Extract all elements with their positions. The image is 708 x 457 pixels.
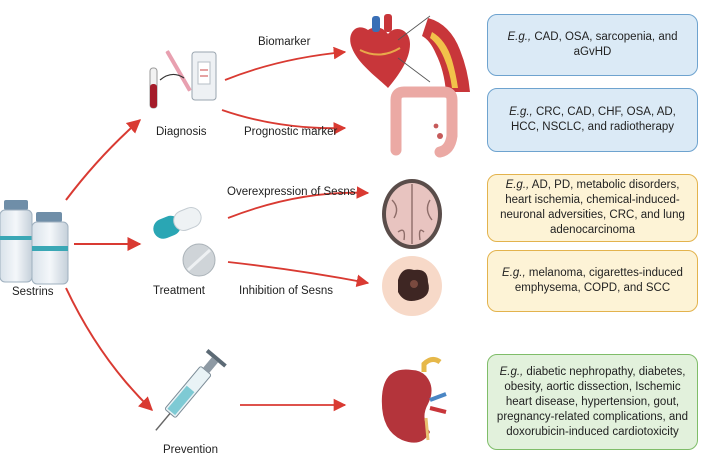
colon-icon (390, 86, 458, 158)
box-eg-prefix: E.g., (509, 106, 533, 118)
arrows-secondary (221, 46, 370, 412)
box-eg-prefix: E.g., (499, 365, 524, 378)
arrows-main (65, 119, 154, 411)
overexpression-examples-box: E.g., AD, PD, metabolic disorders, heart… (487, 174, 698, 242)
melanoma-icon (382, 256, 442, 316)
vials-icon (0, 200, 69, 285)
arrow-overexpression (227, 186, 370, 219)
treatment-label: Treatment (153, 285, 205, 297)
prognostic-marker-label: Prognostic marker (244, 126, 338, 138)
inhibition-label: Inhibition of Sesns (239, 285, 333, 297)
box-text: CRC, CAD, CHF, OSA, AD, HCC, NSCLC, and … (511, 106, 676, 133)
arrow-to-diagnosis (65, 119, 142, 201)
biomarker-examples-box: E.g., CAD, OSA, sarcopenia, and aGvHD (487, 14, 698, 76)
inhibition-examples-box: E.g., melanoma, cigarettes-induced emphy… (487, 250, 698, 312)
pill-icon (153, 207, 216, 277)
artery-icon (397, 15, 470, 92)
box-eg-prefix: E.g., (505, 179, 530, 191)
overexpression-label: Overexpression of Sesns (227, 186, 356, 198)
sestrins-label: Sestrins (12, 286, 54, 298)
prevention-examples-box: E.g., diabetic nephropathy, diabetes, ob… (487, 354, 698, 450)
diagnosis-label: Diagnosis (156, 126, 207, 138)
brain-icon (382, 179, 442, 249)
test-kit-icon (149, 50, 217, 109)
syringe-icon (155, 349, 227, 431)
prognostic-examples-box: E.g., CRC, CAD, CHF, OSA, AD, HCC, NSCLC… (487, 88, 698, 152)
kidney-icon (381, 356, 447, 443)
box-text: AD, PD, metabolic disorders, heart ische… (500, 179, 685, 236)
box-text: melanoma, cigarettes-induced emphysema, … (514, 267, 683, 294)
box-text: diabetic nephropathy, diabetes, obesity,… (496, 365, 689, 438)
arrow-to-prevention (65, 287, 154, 411)
box-eg-prefix: E.g., (507, 31, 532, 43)
arrow-prognostic (221, 109, 347, 135)
heart-icon (350, 14, 410, 89)
box-eg-prefix: E.g., (502, 267, 526, 279)
box-text: CAD, OSA, sarcopenia, and aGvHD (531, 31, 678, 58)
arrow-biomarker (224, 46, 347, 81)
arrow-inhibition (227, 261, 370, 288)
prevention-label: Prevention (163, 444, 218, 456)
biomarker-label: Biomarker (258, 36, 311, 48)
